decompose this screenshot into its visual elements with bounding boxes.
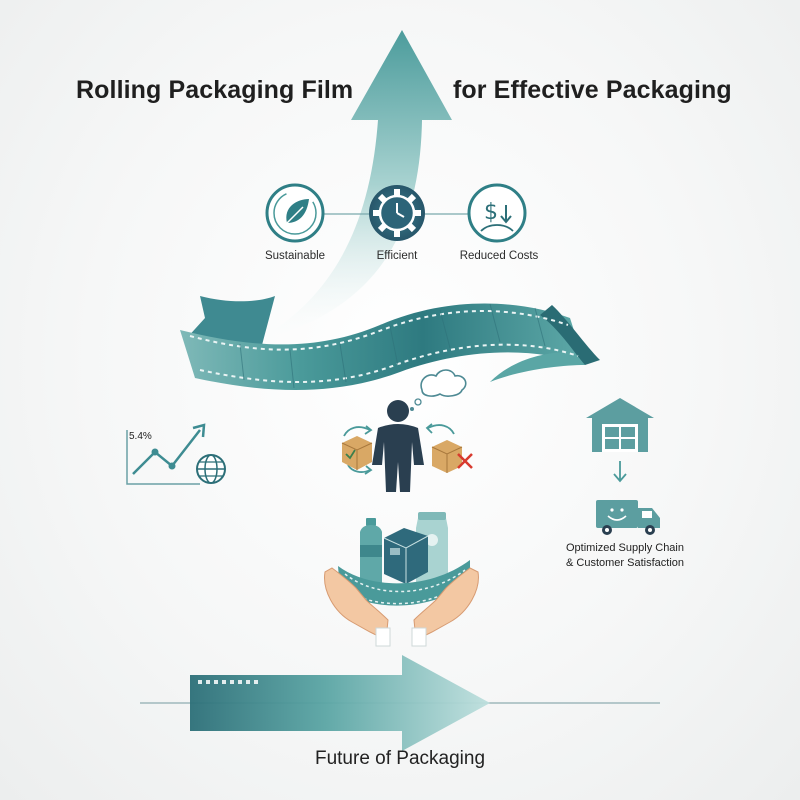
hands-icon	[324, 567, 479, 647]
box-icon	[383, 528, 429, 584]
future-arrow	[140, 655, 660, 751]
pillar-label-sustainable: Sustainable	[264, 250, 326, 262]
supply-chain-line2: & Customer Satisfaction	[566, 557, 684, 569]
box-check-icon	[341, 436, 373, 470]
supply-chain-line1: Optimized Supply Chain	[565, 542, 684, 554]
supply-chain-caption: Optimized Supply Chain & Customer Satisf…	[545, 541, 705, 571]
cycle-arrows	[343, 423, 455, 475]
thought-bubble-icon	[410, 369, 467, 411]
pillar-label-reduced-costs: Reduced Costs	[459, 250, 539, 262]
person-icon	[372, 400, 424, 492]
box-cross-icon	[431, 440, 473, 473]
dollar-down-icon: $	[467, 183, 527, 243]
footer-caption: Future of Packaging	[314, 748, 486, 769]
pillar-label-efficient: Efficient	[376, 250, 418, 262]
trend-up-icon	[126, 423, 206, 485]
delivery-truck-icon	[596, 500, 660, 535]
title-right: for Effective Packaging	[453, 76, 732, 104]
globe-icon	[196, 454, 226, 484]
warehouse-icon	[586, 398, 654, 452]
flow-down-arrow	[613, 461, 627, 483]
title-left: Rolling Packaging Film	[76, 76, 354, 104]
leaf-icon	[265, 183, 325, 243]
growth-arrow	[255, 30, 452, 342]
growth-value: 5.4%	[129, 431, 152, 442]
gear-clock-icon	[369, 185, 425, 241]
svg-text:$: $	[484, 200, 498, 225]
film-ribbon	[180, 296, 600, 390]
bottle-icon	[360, 518, 382, 588]
